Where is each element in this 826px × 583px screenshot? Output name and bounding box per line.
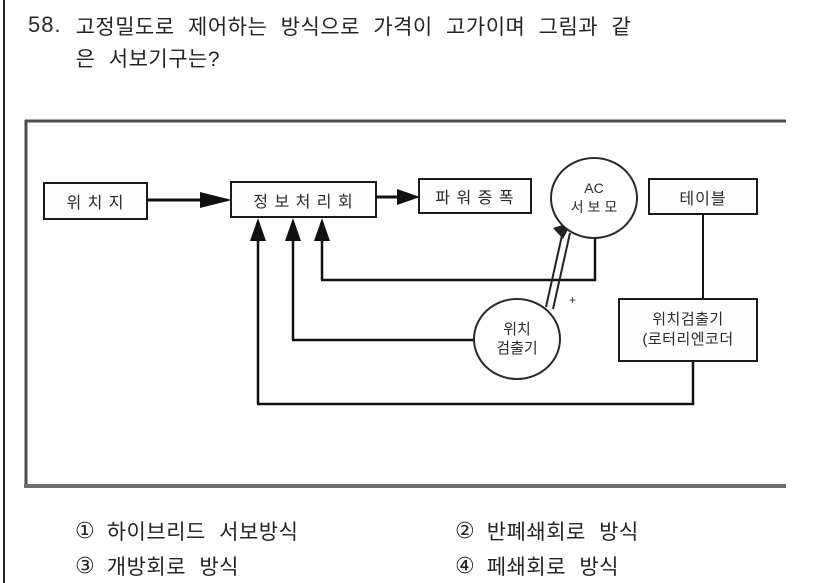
- node-power-amp-label: 파 워 증 폭: [435, 190, 515, 207]
- node-position-command-label: 위 치 지: [66, 195, 125, 212]
- motor-shaft-line-b: [552, 232, 571, 310]
- option-1[interactable]: ① 하이브리드 서보방식: [75, 516, 298, 546]
- question-text-line1: 고정밀도로 제어하는 방식으로 가격이 고가이며 그림과 같: [75, 16, 632, 39]
- arrow-command-to-processor-head: [200, 192, 232, 208]
- node-rotary-encoder-line2: (로터리엔코더: [642, 331, 734, 348]
- node-table-label: 테이블: [679, 190, 727, 208]
- feedback-arrowhead-3: [314, 218, 330, 241]
- node-info-processing: 정 보 처 리 회: [230, 181, 377, 218]
- node-position-detector-line1: 위치: [503, 321, 531, 338]
- summing-plus-mark: +: [569, 293, 577, 307]
- node-rotary-encoder: 위치검출기 (로터리엔코더: [618, 298, 758, 362]
- option-1-label: 하이브리드 서보방식: [106, 521, 299, 544]
- option-3[interactable]: ③ 개방회로 방식: [75, 551, 239, 581]
- node-position-detector-line2: 검출기: [496, 340, 538, 357]
- motor-shaft-line-a: [545, 230, 564, 308]
- option-2[interactable]: ② 반폐쇄회로 방식: [455, 516, 639, 546]
- option-2-marker: ②: [455, 518, 475, 543]
- node-power-amp: 파 워 증 폭: [418, 178, 532, 214]
- node-rotary-encoder-line1: 위치검출기: [652, 311, 724, 328]
- option-3-label: 개방회로 방식: [106, 556, 239, 579]
- question-block: 58. 고정밀도로 제어하는 방식으로 가격이 고가이며 그림과 같 은 서보기…: [28, 12, 818, 76]
- option-2-label: 반폐쇄회로 방식: [486, 521, 639, 544]
- feedback-arrowhead-1: [250, 218, 266, 241]
- node-ac-servo-motor-line2: 서 보 모: [570, 199, 618, 215]
- feedback-arrowhead-2: [285, 218, 301, 241]
- node-table: 테이블: [648, 178, 758, 215]
- option-4[interactable]: ④ 페쇄회로 방식: [455, 551, 619, 581]
- node-position-detector: 위치 검출기: [473, 298, 561, 380]
- option-4-marker: ④: [455, 553, 475, 578]
- node-ac-servo-motor: AC 서 보 모: [550, 157, 638, 239]
- option-1-marker: ①: [75, 518, 95, 543]
- node-position-command: 위 치 지: [43, 182, 148, 220]
- page-left-border: [3, 0, 5, 583]
- question-text-line2: 은 서보기구는?: [75, 48, 221, 71]
- node-info-processing-label: 정 보 처 리 회: [253, 193, 354, 211]
- option-4-label: 페쇄회로 방식: [486, 556, 619, 579]
- node-ac-servo-motor-line1: AC: [584, 180, 604, 196]
- arrow-processor-to-amp-head: [397, 189, 420, 205]
- option-3-marker: ③: [75, 553, 95, 578]
- question-number: 58.: [28, 12, 62, 37]
